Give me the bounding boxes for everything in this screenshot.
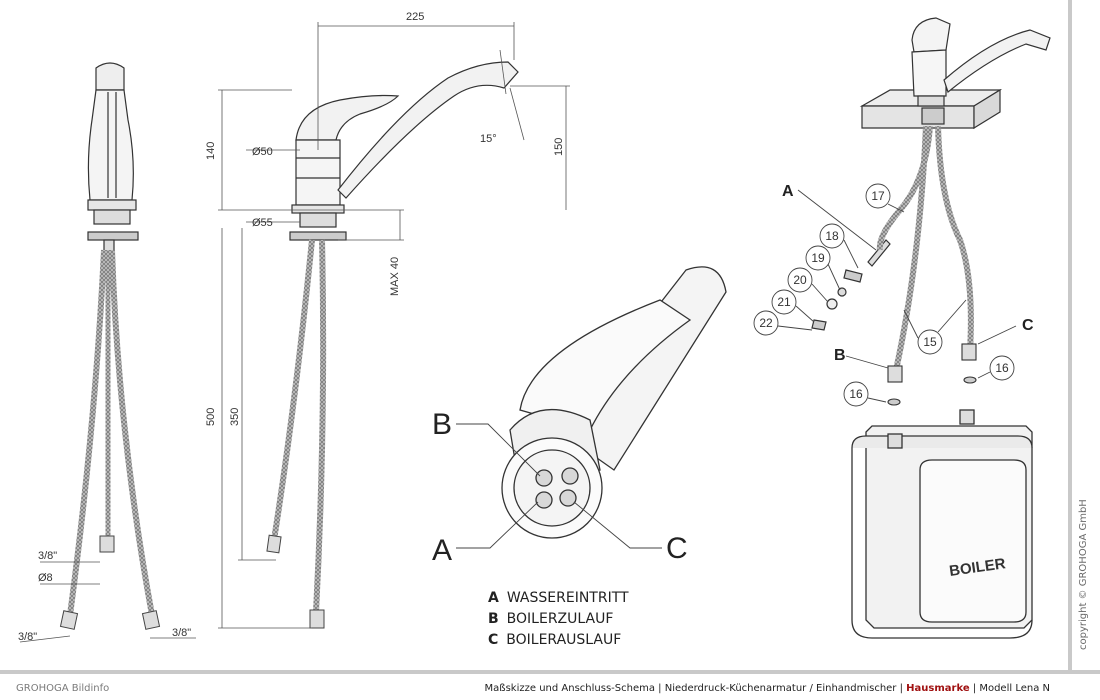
side-view-dims xyxy=(19,561,196,643)
side-view-hoses xyxy=(59,249,161,630)
boiler-unit xyxy=(851,409,1033,639)
part-22: 22 xyxy=(759,316,773,330)
dim-max-40: MAX 40 xyxy=(389,257,401,296)
dim-length-350: 350 xyxy=(229,408,241,426)
dim-thread-right: 3/8" xyxy=(172,627,191,639)
part-20: 20 xyxy=(793,273,807,287)
front-view xyxy=(289,61,519,241)
footer-caption: Maßskizze und Anschluss-Schema | Niederd… xyxy=(485,683,1050,694)
legend-text-a: WASSEREINTRITT xyxy=(507,590,629,606)
part-18: 18 xyxy=(825,229,839,243)
dim-dia-8: Ø8 xyxy=(38,572,53,584)
right-border-bar xyxy=(1068,0,1100,670)
legend-letter-a: A xyxy=(488,590,499,606)
detail-leaders xyxy=(456,423,662,549)
dim-height-150: 150 xyxy=(553,138,565,156)
dim-height-140: 140 xyxy=(205,142,217,160)
legend-text-c: BOILERAUSLAUF xyxy=(506,632,621,648)
detail-label-c: C xyxy=(666,532,688,565)
legend-text-b: BOILERZULAUF xyxy=(507,611,614,627)
part-17: 17 xyxy=(871,189,885,203)
dim-angle-15: 15° xyxy=(480,133,497,145)
legend: A WASSEREINTRITT B BOILERZULAUF C BOILERAUS… xyxy=(488,590,629,648)
exploded-label-c: C xyxy=(1022,317,1034,334)
part-callouts xyxy=(753,183,1017,407)
exploded-view xyxy=(811,17,1051,331)
front-view-hoses xyxy=(266,239,327,629)
dim-thread-top: 3/8" xyxy=(38,550,57,562)
footer-source: GROHOGA Bildinfo xyxy=(16,683,110,694)
part-numbers: 17 18 19 20 21 22 15 16 16 xyxy=(759,189,1009,401)
part-16-right: 16 xyxy=(995,361,1009,375)
footer-brand-link[interactable]: Hausmarke xyxy=(906,683,970,694)
part-16-left: 16 xyxy=(849,387,863,401)
technical-drawing: 3/8" Ø8 3/8" 3/8" xyxy=(18,11,1051,648)
legend-letter-b: B xyxy=(488,611,499,627)
detail-label-b: B xyxy=(432,408,452,441)
detail-view xyxy=(501,266,727,539)
side-view xyxy=(87,62,139,255)
part-21: 21 xyxy=(777,295,791,309)
footer-bar: GROHOGA Bildinfo Maßskizze und Anschluss… xyxy=(0,670,1100,700)
part-19: 19 xyxy=(811,251,825,265)
dim-width-225: 225 xyxy=(406,11,424,23)
detail-label-a: A xyxy=(432,534,452,567)
part-15: 15 xyxy=(923,335,937,349)
copyright-notice: copyright © GROHOGA GmbH xyxy=(1078,499,1089,650)
exploded-fittings xyxy=(887,343,977,406)
exploded-label-b: B xyxy=(834,347,846,364)
dim-dia-50: Ø50 xyxy=(252,146,273,158)
dim-dia-55: Ø55 xyxy=(252,217,273,229)
footer-title: Maßskizze und Anschluss-Schema | Niederd… xyxy=(484,683,907,694)
exploded-label-a: A xyxy=(782,183,794,200)
front-view-dims xyxy=(218,22,570,629)
legend-letter-c: C xyxy=(488,632,498,648)
dim-thread-left: 3/8" xyxy=(18,631,37,643)
footer-model: | Modell Lena N xyxy=(969,683,1050,694)
dim-length-500: 500 xyxy=(205,408,217,426)
